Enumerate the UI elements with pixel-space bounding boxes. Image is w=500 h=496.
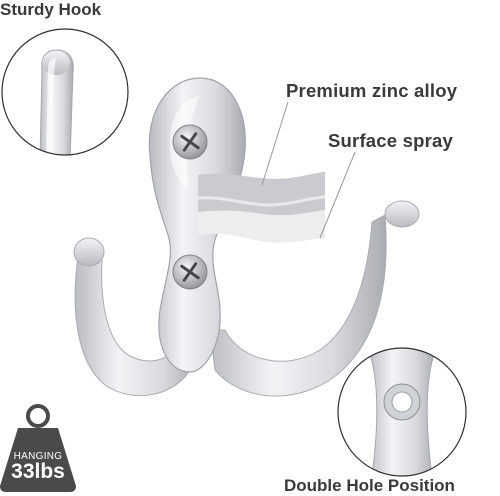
pointer-line (319, 151, 356, 239)
pointer-line (261, 101, 289, 186)
phillips-screw-icon (172, 124, 208, 160)
zoom-detail-double-hole (337, 347, 467, 477)
phillips-screw-icon (172, 254, 208, 290)
zoom-detail-hook-tip (1, 28, 129, 156)
weight-icon (0, 404, 76, 492)
hanging-caption: HANGING (13, 451, 63, 462)
surface-spray-label: Surface spray (328, 130, 453, 151)
double-hook (73, 77, 420, 397)
double-hole-position-label: Double Hole Position (284, 476, 455, 495)
material-layer-illustration (197, 172, 326, 243)
premium-zinc-alloy-label: Premium zinc alloy (286, 80, 458, 101)
sturdy-hook-label: Sturdy Hook (0, 0, 102, 19)
weight-capacity: 33lbs (11, 460, 65, 483)
